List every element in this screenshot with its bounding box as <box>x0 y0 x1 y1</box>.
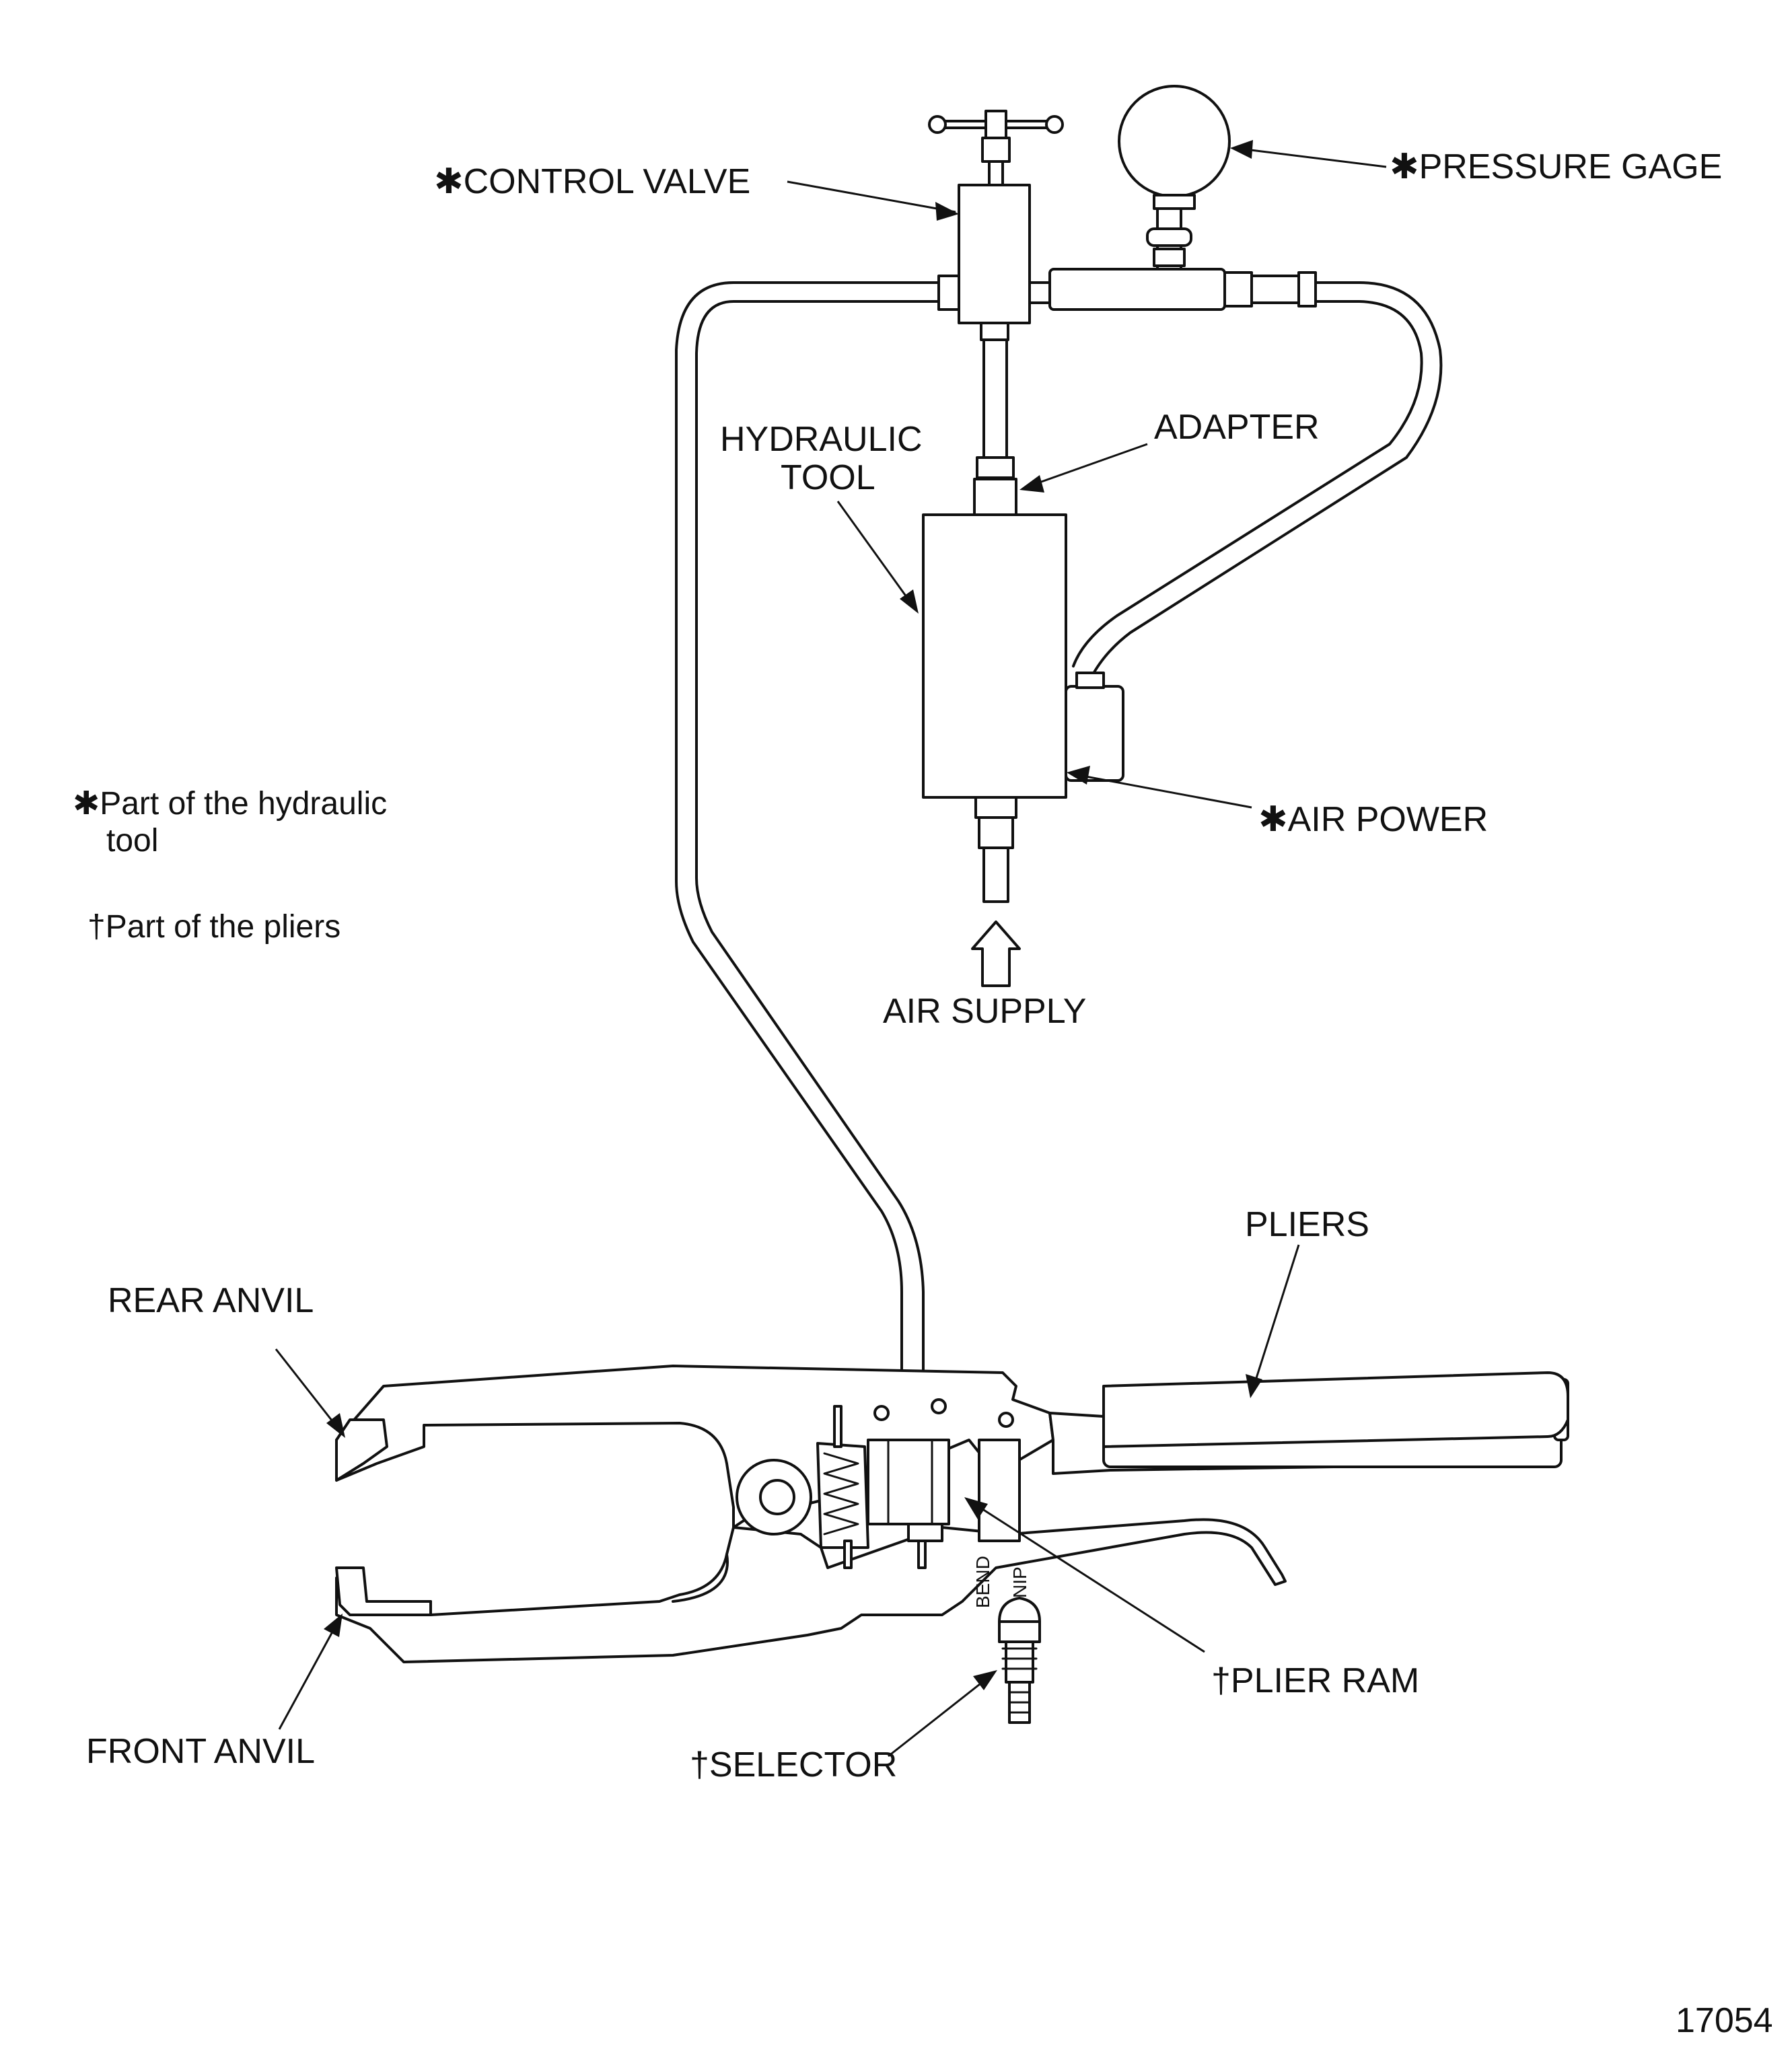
label-adapter: ADAPTER <box>1154 408 1320 447</box>
label-air-power: ✱AIR POWER <box>1258 800 1488 839</box>
legend-pliers: †Part of the pliers <box>87 909 341 945</box>
label-selector: †SELECTOR <box>690 1745 897 1784</box>
label-control-valve: ✱CONTROL VALVE <box>434 162 750 201</box>
leader-air-power <box>1071 772 1252 809</box>
label-rear-anvil: REAR ANVIL <box>108 1281 314 1320</box>
label-nip: NIP <box>1009 1566 1030 1598</box>
air-supply-arrow <box>971 920 1021 987</box>
figure-number: 17054 <box>1676 2001 1773 2040</box>
label-pliers: PLIERS <box>1245 1205 1369 1244</box>
hose-right <box>1072 281 1443 681</box>
pressure-gage <box>1118 85 1231 210</box>
label-air-supply: AIR SUPPLY <box>883 992 1086 1031</box>
leader-plier-ram <box>968 1499 1205 1653</box>
hydraulic-tool-body <box>922 513 1124 903</box>
leader-pliers <box>1250 1244 1300 1394</box>
label-bend: BEND <box>972 1556 993 1608</box>
label-hydraulic-tool-line2: TOOL <box>781 458 875 497</box>
leader-hydraulic-tool <box>836 501 917 610</box>
leader-pressure-gage <box>1234 147 1387 168</box>
label-front-anvil: FRONT ANVIL <box>86 1732 315 1771</box>
leader-front-anvil <box>278 1618 341 1730</box>
hose-left <box>675 281 940 1371</box>
leader-rear-anvil <box>275 1348 343 1434</box>
label-hydraulic-tool-line1: HYDRAULIC <box>720 420 923 459</box>
legend: ✱Part of the hydraulic tool †Part of the… <box>73 786 387 945</box>
control-valve <box>928 110 1064 341</box>
legend-hydraulic-line2: tool <box>106 823 158 859</box>
gage-tee <box>1048 201 1317 311</box>
leader-selector <box>888 1673 993 1758</box>
adapter-column <box>973 338 1017 517</box>
leader-adapter <box>1024 443 1148 489</box>
leader-control-valve <box>787 180 956 213</box>
label-pressure-gage: ✱PRESSURE GAGE <box>1390 147 1722 186</box>
legend-hydraulic-line1: ✱Part of the hydraulic <box>73 786 387 822</box>
leader-lines <box>275 140 1387 1758</box>
pliers <box>335 1365 1569 1724</box>
label-plier-ram: †PLIER RAM <box>1211 1661 1419 1700</box>
